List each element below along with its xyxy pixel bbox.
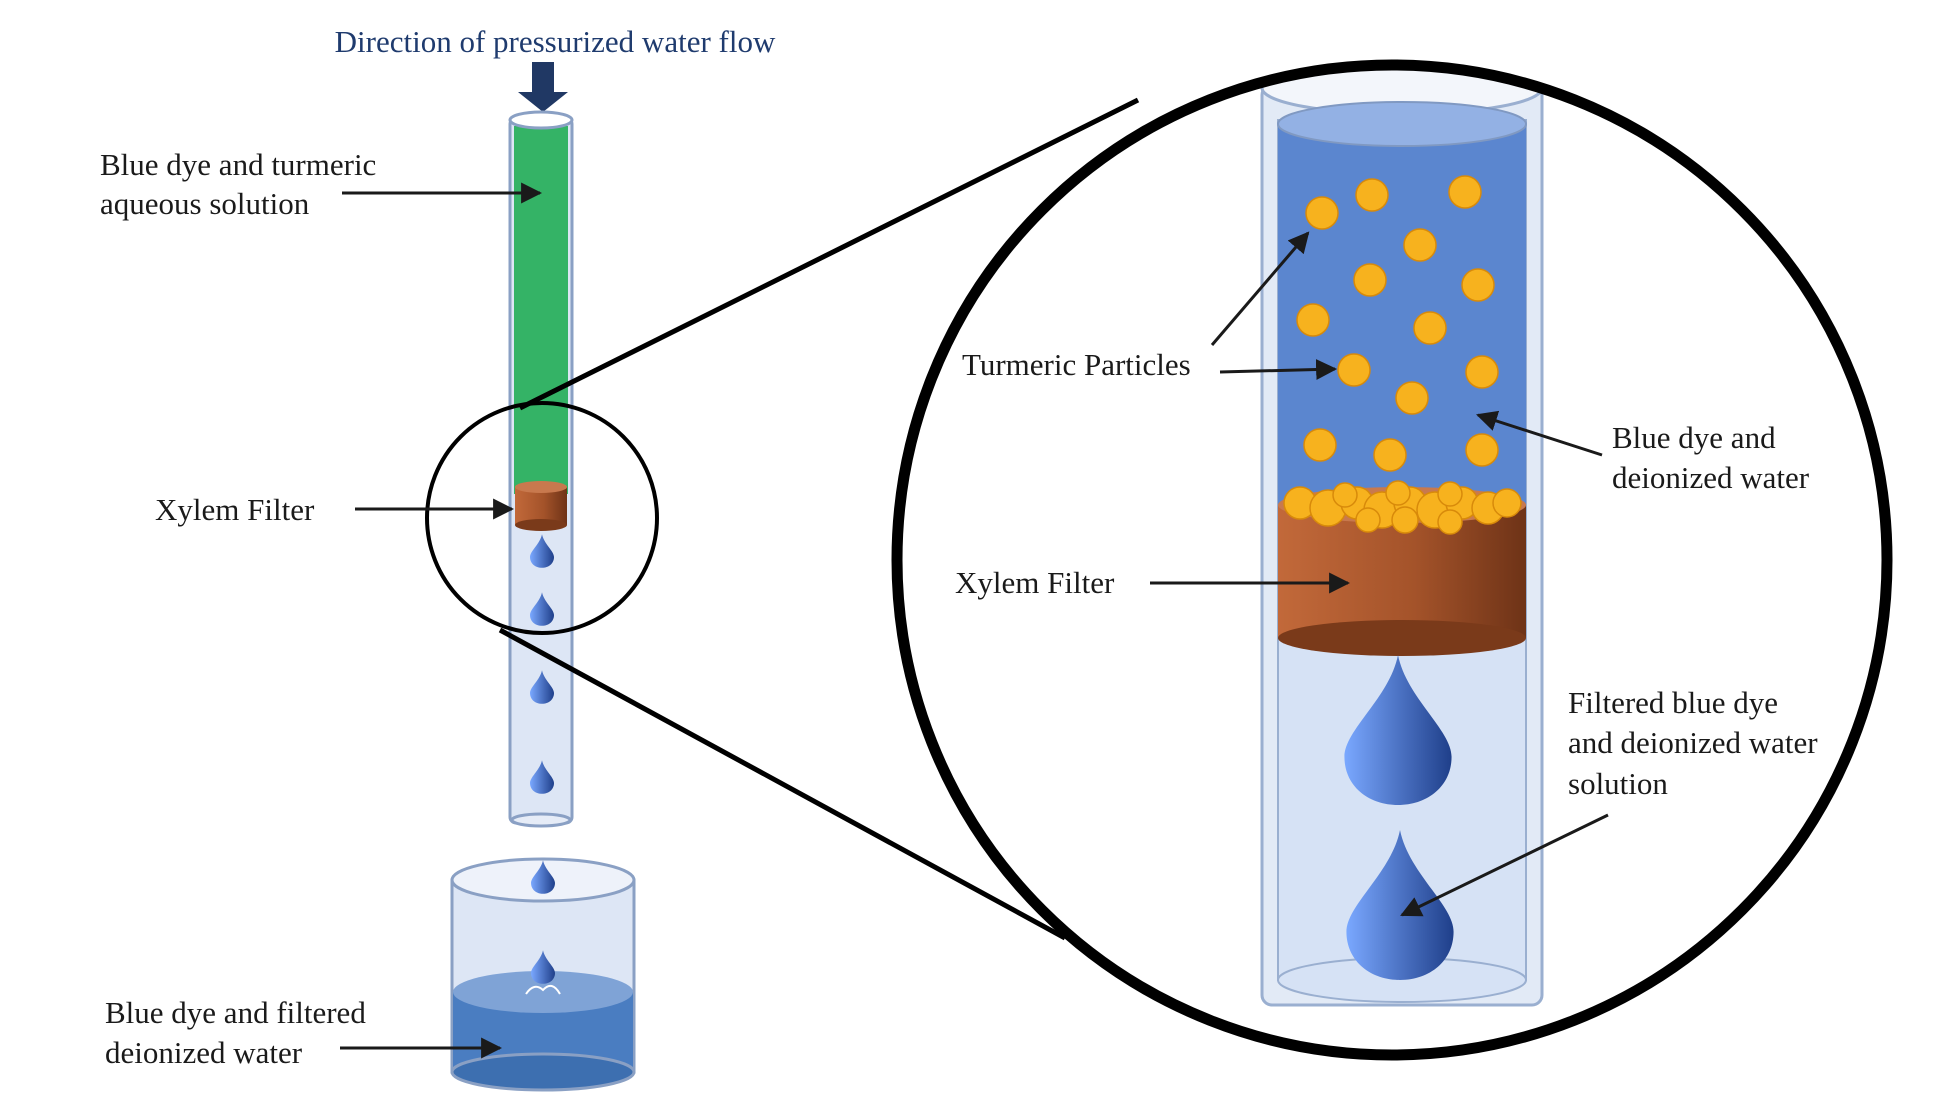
label-xylem-filter: Xylem Filter [155,492,315,527]
zoom-connector-bottom [498,627,1067,941]
zoom-connector-top [518,97,1140,411]
arrow-particles-upper [1210,231,1310,346]
zoom-circle-border [891,59,1893,1061]
collection-beaker [450,857,636,1092]
arrow-particles-lower [1219,358,1338,380]
arrow-blue-water [1476,410,1603,457]
label-blue-line1: Blue dye and [1612,420,1776,455]
label-filtered-line2: and deionized water [1568,725,1818,760]
label-collected-line2: deionized water [105,1035,303,1070]
label-filtered-line3: solution [1568,766,1668,801]
label-solution-line1: Blue dye and turmeric [100,147,376,182]
label-filtered-line1: Filtered blue dye [1568,685,1778,720]
xylem-filter-small [515,481,567,531]
flow-arrow-icon [518,62,568,112]
label-turmeric-particles: Turmeric Particles [962,347,1191,382]
magnifier-circle [425,401,659,635]
turmeric-particles [1296,175,1499,472]
trapped-particles [1283,480,1522,535]
zoom-view [891,59,1893,1061]
label-collected-line1: Blue dye and filtered [105,995,366,1030]
splash-icon [525,984,561,995]
arrow-filtered [1400,813,1609,917]
solution-column [514,126,568,494]
flow-direction-title: Direction of pressurized water flow [335,24,776,59]
label-xylem-filter-zoom: Xylem Filter [955,565,1115,600]
filter-column [508,110,574,828]
label-blue-line2: deionized water [1612,460,1810,495]
label-solution-line2: aqueous solution [100,186,310,221]
